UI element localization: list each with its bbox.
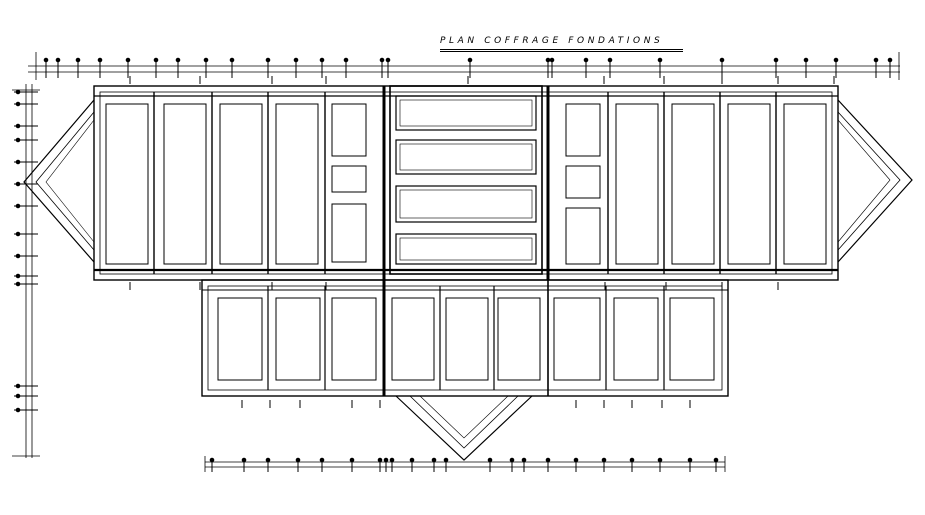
dimension-node — [175, 57, 181, 63]
dimension-node — [15, 393, 21, 399]
dimension-node — [15, 383, 21, 389]
dimension-node — [657, 457, 663, 463]
lower-beams — [382, 280, 549, 396]
dimension-node — [607, 57, 613, 63]
dimension-node — [43, 57, 49, 63]
lower-columns — [267, 286, 665, 390]
dimension-node — [431, 457, 437, 463]
dimension-node — [125, 57, 131, 63]
upper-footing-panels — [105, 103, 827, 265]
dimension-node — [803, 57, 809, 63]
dimension-node — [549, 57, 555, 63]
dimension-node — [601, 457, 607, 463]
bottom-dimension-line — [204, 456, 726, 472]
dimension-node — [487, 457, 493, 463]
left-wing-foundation — [23, 99, 95, 263]
dimension-node — [319, 457, 325, 463]
dimension-node — [545, 57, 551, 63]
dimension-node — [15, 101, 21, 107]
dimension-node — [153, 57, 159, 63]
dimension-node — [467, 57, 473, 63]
dimension-node — [873, 57, 879, 63]
dimension-node — [15, 281, 21, 287]
dimension-node — [377, 457, 383, 463]
dimension-node — [15, 273, 21, 279]
dimension-node — [265, 457, 271, 463]
drawing-title: PLAN COFFRAGE FONDATIONS — [440, 36, 664, 46]
dimension-node — [629, 457, 635, 463]
dimension-node — [75, 57, 81, 63]
central-slabs — [389, 85, 543, 275]
dimension-node — [773, 57, 779, 63]
lower-foundation-outline — [201, 279, 729, 397]
dimension-node — [385, 57, 391, 63]
dimension-node — [293, 57, 299, 63]
dimension-node — [15, 137, 21, 143]
dimension-node — [521, 457, 527, 463]
dimension-node — [15, 253, 21, 259]
dimension-node — [887, 57, 893, 63]
dimension-node — [509, 457, 515, 463]
dimension-node — [343, 57, 349, 63]
dimension-node — [319, 57, 325, 63]
dimension-node — [833, 57, 839, 63]
title-underline — [440, 49, 683, 50]
small-footing-panels — [331, 103, 601, 265]
dimension-node — [97, 57, 103, 63]
section-markers — [129, 76, 835, 408]
dimension-node — [15, 159, 21, 165]
dimension-node — [15, 123, 21, 129]
dimension-node — [719, 57, 725, 63]
title-underline-double — [440, 51, 683, 52]
dimension-node — [295, 457, 301, 463]
dimension-node — [409, 457, 415, 463]
dimension-node — [265, 57, 271, 63]
dimension-node — [687, 457, 693, 463]
dimension-node — [15, 407, 21, 413]
left-dimension-ticks — [14, 89, 38, 413]
dimension-node — [55, 57, 61, 63]
dimension-node — [573, 457, 579, 463]
dimension-node — [229, 57, 235, 63]
lower-footing-panels — [217, 297, 715, 381]
dimension-node — [389, 457, 395, 463]
dimension-node — [209, 457, 215, 463]
dimension-node — [15, 181, 21, 187]
upper-columns — [153, 92, 777, 274]
top-dimension-line — [28, 52, 900, 80]
dimension-node — [657, 57, 663, 63]
dimension-node — [241, 457, 247, 463]
dimension-node — [383, 457, 389, 463]
top-dimension-ticks — [43, 57, 893, 78]
dimension-node — [15, 231, 21, 237]
bottom-pointed-footing — [395, 395, 533, 461]
dimension-node — [15, 89, 21, 95]
dimension-node — [545, 457, 551, 463]
dimension-node — [203, 57, 209, 63]
dimension-node — [15, 203, 21, 209]
dimension-node — [713, 457, 719, 463]
bottom-dimension-ticks — [209, 457, 719, 472]
dimension-node — [583, 57, 589, 63]
dimension-node — [379, 57, 385, 63]
right-wing-foundation — [837, 99, 913, 263]
dimension-node — [443, 457, 449, 463]
dimension-node — [349, 457, 355, 463]
